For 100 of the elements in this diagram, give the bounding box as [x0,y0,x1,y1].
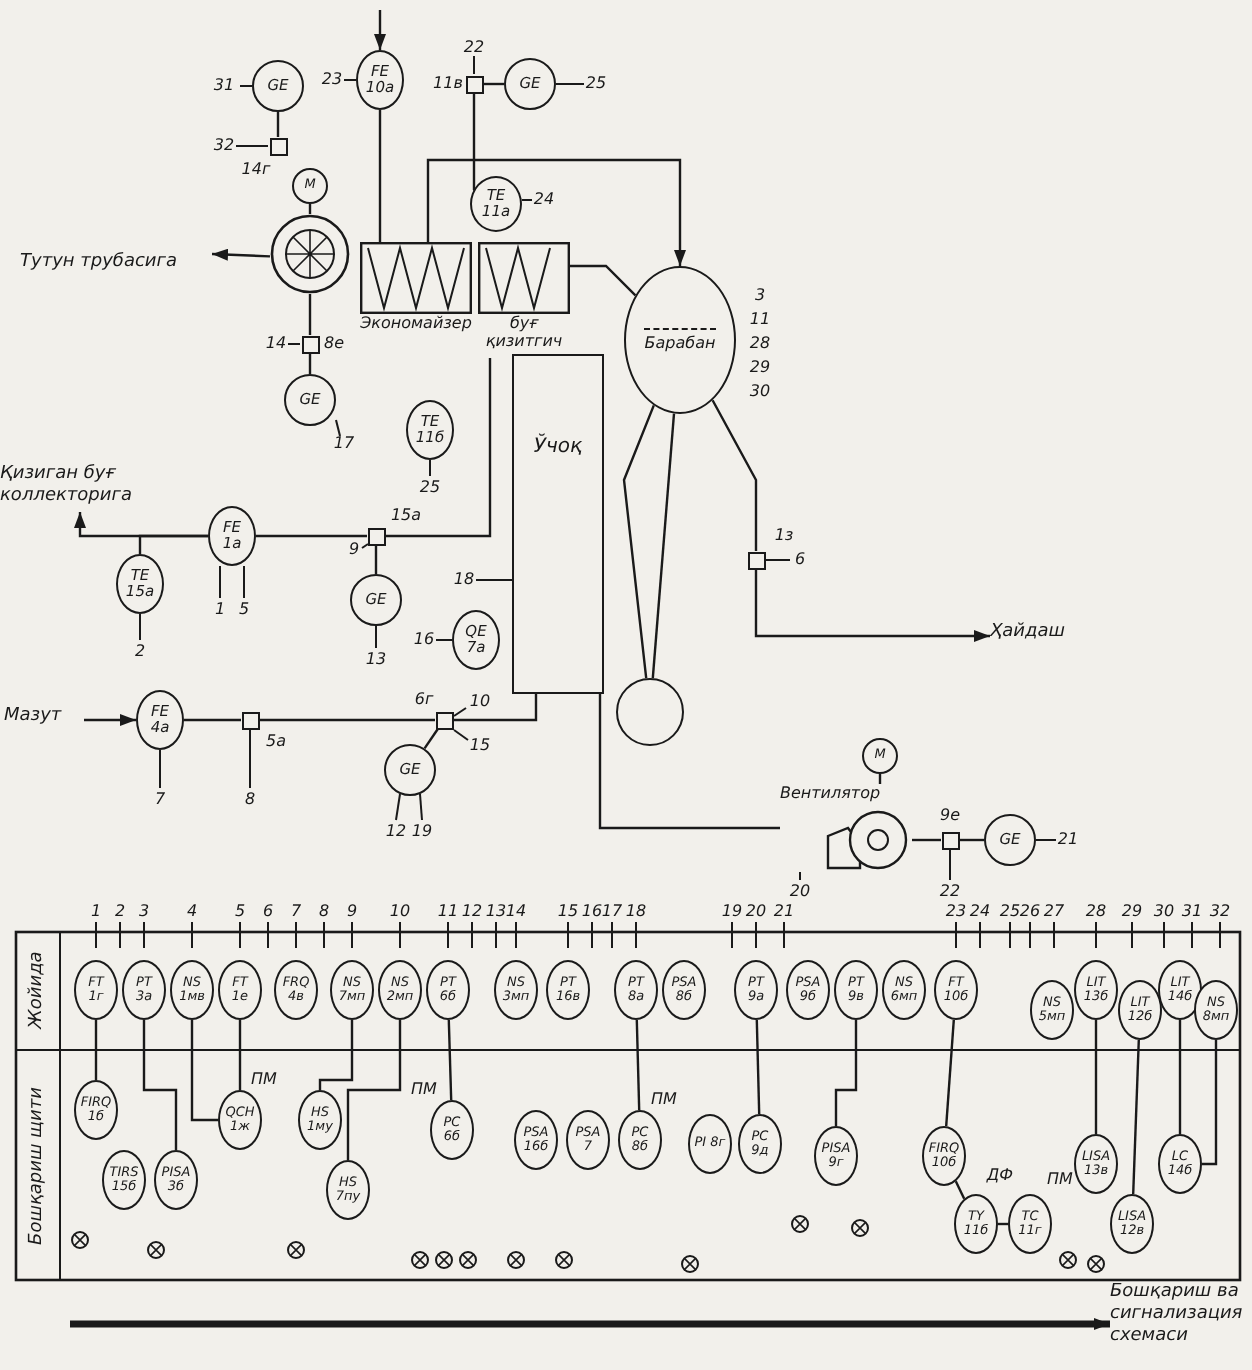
flow-label: Мазут [4,706,84,734]
tag-label: 11в [433,76,463,92]
connection-line [138,534,208,554]
signal-tag: ПМ [251,1072,277,1088]
connection-line [308,353,312,374]
reference-number: 17 [601,904,623,920]
sensor-box [301,335,319,353]
tag-label: 6г [414,692,434,708]
connection-line [423,728,439,750]
reference-number: 19 [721,904,743,920]
connection-line [959,838,984,842]
connection-line [256,534,367,538]
connection-line [1094,1020,1098,1134]
tag-label: 12 [385,824,407,840]
drum-vessel: Барабан [624,266,736,414]
tag-label: 2 [134,644,146,660]
connection-line [447,1019,453,1101]
tag-label: 22 [939,884,961,900]
tag-label: 8 [244,792,256,808]
connection-line [651,413,676,679]
tag-label: 10 [469,694,491,710]
connection-line [308,294,312,335]
tag-label: 15 [469,738,491,754]
tag-label: 14 [265,336,287,352]
flow-arrow [84,714,136,726]
tag-label: 9 [346,904,358,920]
tag-label: 9е [940,808,960,824]
reference-number: 26 [1019,904,1041,920]
signal-tag: ДФ [986,1168,1014,1184]
tag-label: 32 [1209,904,1231,920]
connection-line [954,1180,966,1200]
connection-line [834,1020,858,1126]
tag-label: 18 [453,572,475,588]
connection-line [318,1020,354,1090]
connection-line [912,838,941,842]
connection-line [1202,1040,1218,1166]
tag-label: 31 [1181,904,1203,920]
reference-number: 12 [461,904,483,920]
tag-label: 18 [625,904,647,920]
tag-label: 16 [413,632,435,648]
tag-label: 11 [437,904,459,920]
connection-line [755,1019,761,1115]
tag-label: 17 [333,436,355,452]
connection-line [711,399,758,551]
connection-line [94,1020,98,1080]
tag-label: 15 [557,904,579,920]
flow-arrow [426,158,686,266]
flow-label: Қизиган буғ коллекторига [0,464,168,512]
connection-line [385,358,492,538]
connection-line [378,110,382,242]
connection-line [483,82,504,86]
smoke-exhauster-drawing [270,214,350,294]
connection-line [276,112,280,137]
flow-label: Бошқариш ва сигнализация схемаси [1110,1282,1250,1366]
tag-label: 10 [389,904,411,920]
connection-line [472,93,476,192]
tag-label: 23 [945,904,967,920]
tag-label: 28 [1085,904,1107,920]
tag-label: 1 [90,904,102,920]
tag-label: 30 [1153,904,1175,920]
connection-line [142,1020,178,1150]
signal-tag: ПМ [1047,1172,1073,1188]
connection-line [259,718,435,722]
connection-line [598,694,780,830]
connection-line [570,264,637,297]
tag-label: 20 [789,884,811,900]
tag-label: 9 [348,542,360,558]
connection-line [346,1020,402,1160]
row-heading: Бошқариш щити [29,1087,47,1245]
tag-label: 14г [241,162,271,178]
reference-number: 6 [262,904,274,920]
tag-label: 5а [266,734,286,750]
sensor-box [941,831,959,849]
tag-label: 19 [411,824,433,840]
tag-label: 5 [234,904,246,920]
tag-label: 5 [238,602,250,618]
connection-line [1178,1020,1182,1134]
tag-label: 25 [419,480,441,496]
sensor-box [367,527,385,545]
sensor-box [435,711,453,729]
signal-tag: ПМ [411,1082,437,1098]
sensor-box [747,551,765,569]
connection-line [184,718,241,722]
tag-label: 21 [1057,832,1079,848]
lower-drum [616,678,684,746]
tag-label: 7 [290,904,302,920]
reference-number: 21 [773,904,795,920]
tag-label: 1з [774,528,794,544]
tag-label: 30 [749,384,771,400]
tag-label: 24 [533,192,555,208]
tag-label: 4 [186,904,198,920]
signal-tag: ПМ [651,1092,677,1108]
connection-line [238,1020,242,1090]
fan-drawing: Вентилятор [780,784,912,872]
connection-line [374,545,378,574]
flow-label: Ҳайдаш [990,622,1098,650]
tag-label: 15а [390,508,422,524]
connection-line [945,1019,955,1127]
tag-label: 27 [1043,904,1065,920]
tag-label: 1 [214,602,226,618]
